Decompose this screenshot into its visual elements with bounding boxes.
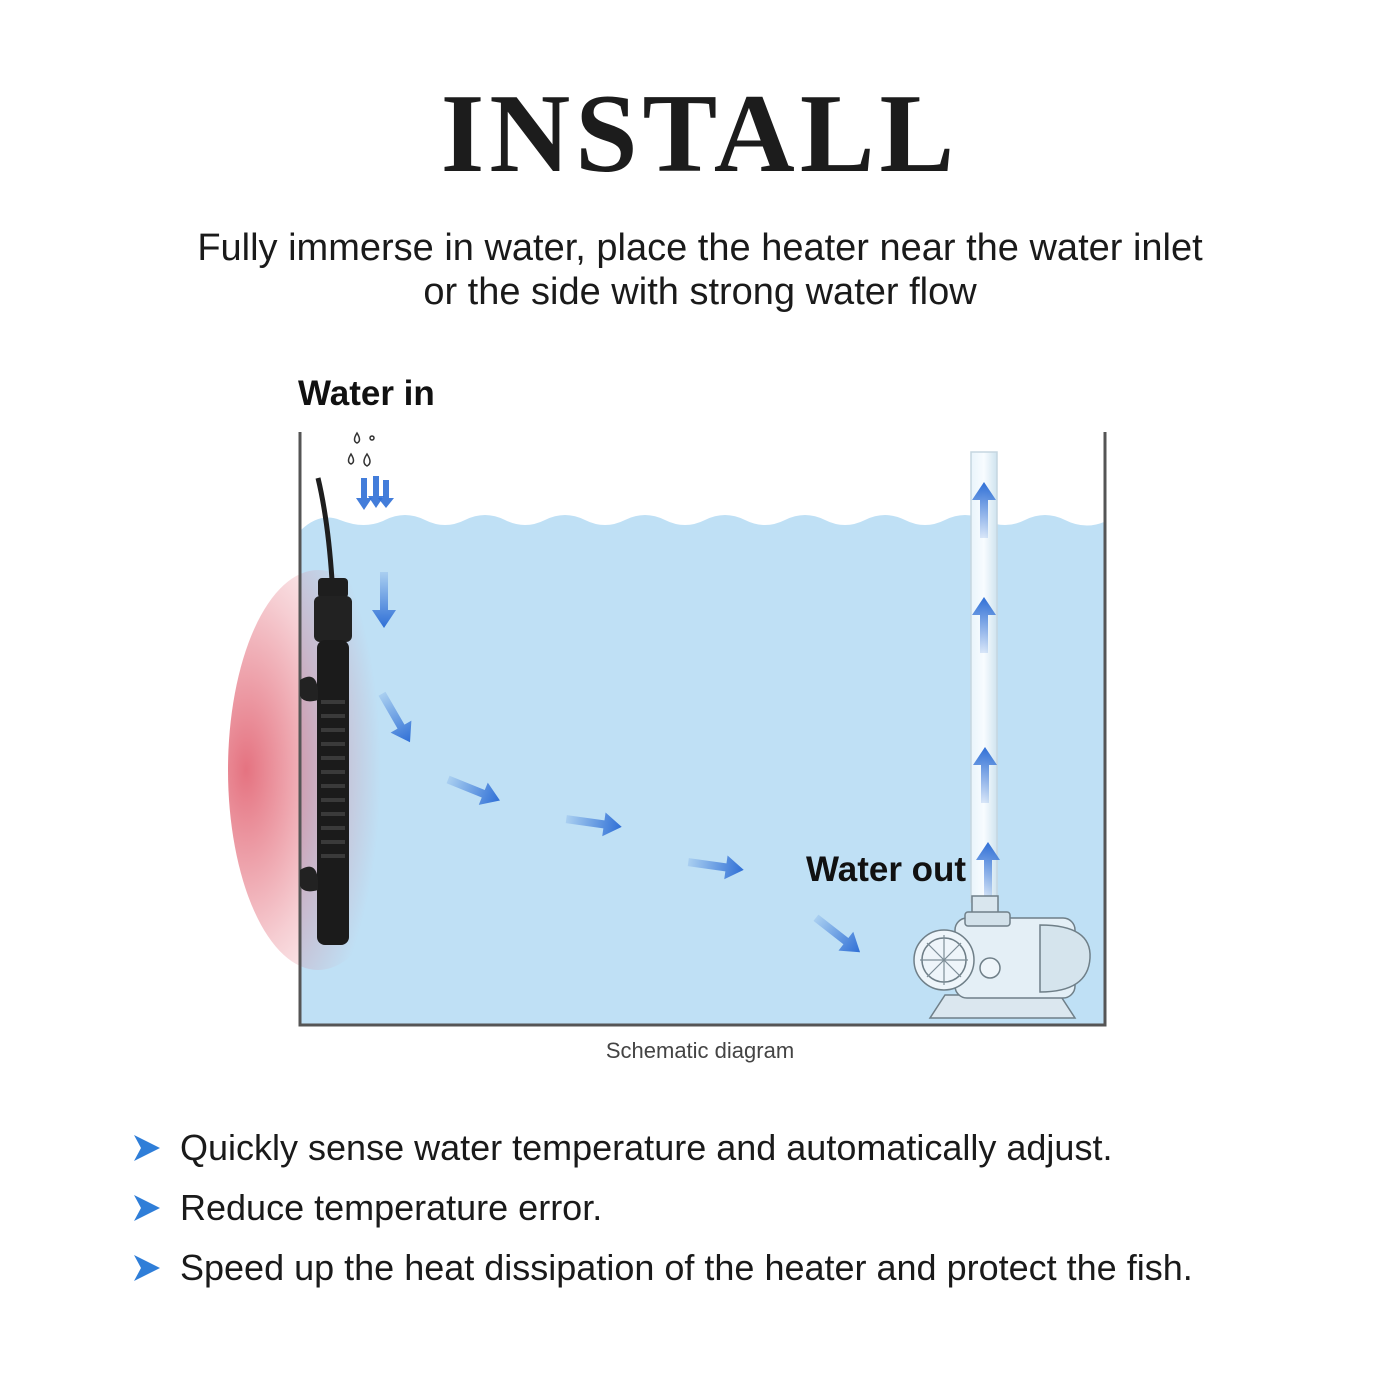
feature-text: Speed up the heat dissipation of the hea…	[180, 1247, 1193, 1288]
heater-icon	[300, 578, 352, 945]
diagram-caption: Schematic diagram	[605, 1038, 795, 1063]
water-drop-icon	[347, 431, 375, 467]
tank-outline	[298, 432, 1107, 1027]
triangle-bullet-icon	[134, 1195, 160, 1221]
triangle-bullet-icon	[134, 1255, 160, 1281]
feature-list: Quickly sense water temperature and auto…	[130, 1118, 1330, 1298]
list-item: Reduce temperature error.	[130, 1178, 1330, 1238]
feature-text: Quickly sense water temperature and auto…	[180, 1127, 1113, 1168]
subtitle-line-1: Fully immerse in water, place the heater…	[197, 227, 1203, 269]
water-body	[301, 515, 1104, 1024]
pump-icon	[913, 895, 1091, 1019]
subtitle: Fully immerse in water, place the heater…	[100, 226, 1300, 314]
flow-arrow-icon	[356, 476, 394, 510]
feature-text: Reduce temperature error.	[180, 1187, 603, 1228]
subtitle-line-2: or the side with strong water flow	[423, 271, 977, 313]
water-out-label: Water out	[806, 850, 967, 889]
water-in-label: Water in	[298, 374, 435, 413]
page-title: INSTALL	[440, 72, 960, 196]
triangle-bullet-icon	[134, 1135, 160, 1161]
heater-cable	[315, 477, 335, 581]
list-item: Speed up the heat dissipation of the hea…	[130, 1238, 1330, 1298]
list-item: Quickly sense water temperature and auto…	[130, 1118, 1330, 1178]
